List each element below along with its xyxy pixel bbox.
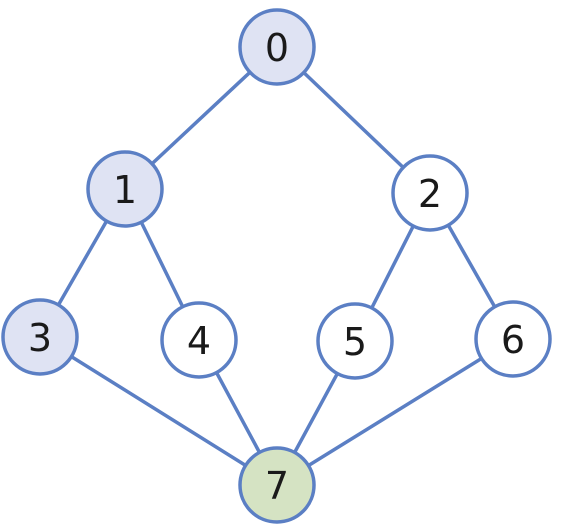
node-circle-3 [1,298,79,376]
node-6: 6 [474,300,552,378]
node-4: 4 [160,301,238,379]
node-label-3: 3 [28,316,52,360]
node-circle-4 [160,301,238,379]
node-circle-5 [316,302,394,380]
node-label-5: 5 [343,320,367,364]
node-label-2: 2 [418,172,442,216]
node-label-1: 1 [113,168,137,212]
edge-3-7 [38,335,279,487]
node-2: 2 [391,154,469,232]
node-circle-1 [86,150,164,228]
edge-6-7 [275,337,515,487]
node-3: 3 [1,298,79,376]
node-circle-0 [238,8,316,86]
node-circle-7 [238,446,316,524]
node-0: 0 [238,8,316,86]
node-5: 5 [316,302,394,380]
node-1: 1 [86,150,164,228]
node-label-7: 7 [265,464,289,508]
node-label-4: 4 [187,319,211,363]
node-circle-6 [474,300,552,378]
node-circle-2 [391,154,469,232]
node-label-6: 6 [501,318,525,362]
node-label-0: 0 [265,26,289,70]
node-7: 7 [238,446,316,524]
nodes-layer: 0 1 2 3 4 5 6 7 [1,8,552,524]
edges-layer [38,45,515,487]
